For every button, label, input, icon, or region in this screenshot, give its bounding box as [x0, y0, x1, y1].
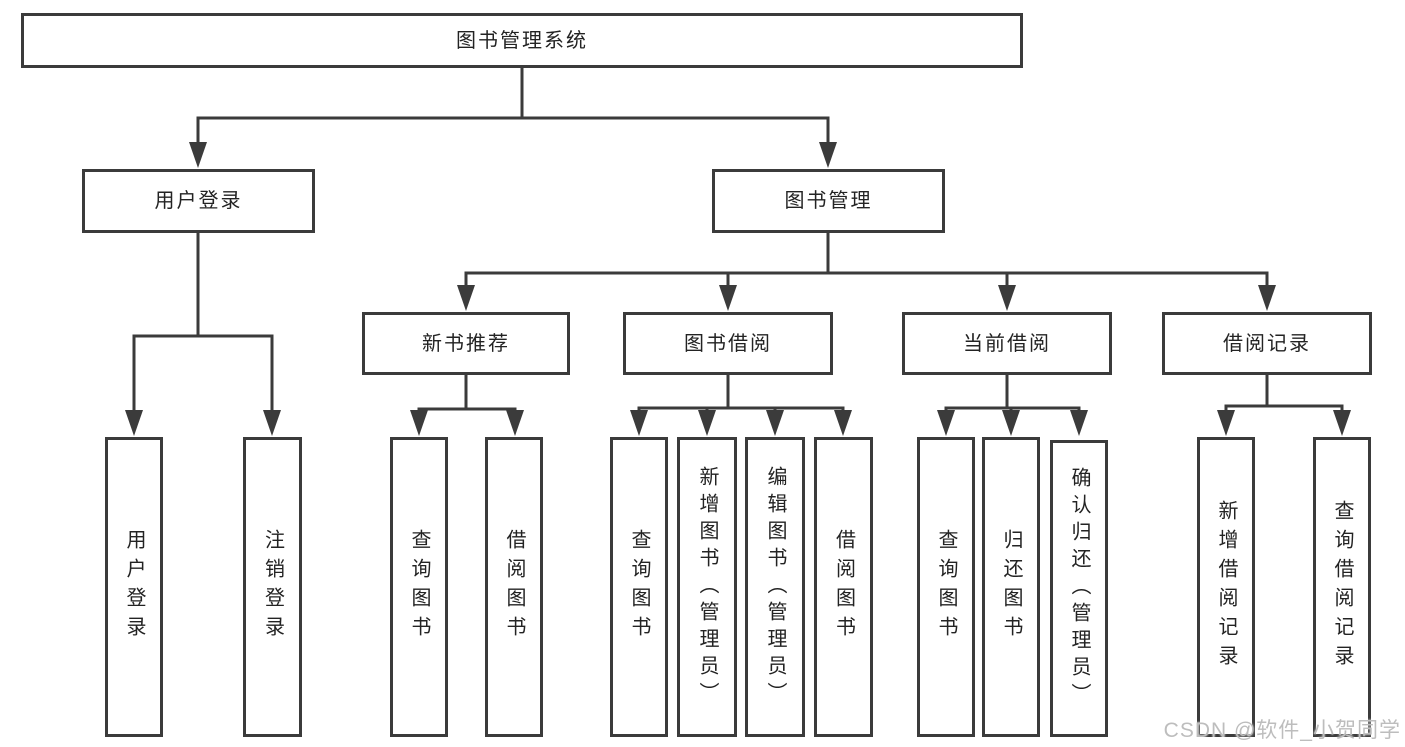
node-leaf-edit-book-admin: 编辑图书（管理员） — [745, 437, 805, 737]
arrowhead-icon — [698, 410, 716, 436]
connector-borrowrecord-to-children — [1224, 375, 1344, 416]
node-leaf-user-login: 用户登录 — [105, 437, 163, 737]
arrowhead-icon — [1217, 410, 1235, 436]
arrowhead-icon — [937, 410, 955, 436]
node-current-borrow-label: 当前借阅 — [963, 332, 1051, 355]
node-leaf-query-book-3: 查询图书 — [917, 437, 975, 737]
node-leaf-label: 确认归还（管理员） — [1068, 467, 1090, 710]
node-leaf-label: 注销登录 — [261, 529, 284, 645]
node-leaf-query-book-2: 查询图书 — [610, 437, 668, 737]
node-borrow-record: 借阅记录 — [1162, 312, 1372, 375]
node-leaf-return-book: 归还图书 — [982, 437, 1040, 737]
node-new-book-recommend: 新书推荐 — [362, 312, 570, 375]
node-leaf-label: 用户登录 — [123, 529, 145, 645]
arrowhead-icon — [1258, 285, 1276, 311]
node-leaf-label: 借阅图书 — [503, 529, 525, 645]
node-leaf-add-book-admin: 新增图书（管理员） — [677, 437, 737, 737]
node-leaf-label: 借阅图书 — [832, 529, 855, 645]
node-current-borrow: 当前借阅 — [902, 312, 1112, 375]
arrowhead-icon — [630, 410, 648, 436]
arrowhead-icon — [819, 142, 837, 168]
node-book-borrow-label: 图书借阅 — [684, 332, 772, 355]
connector-root-to-level2 — [196, 68, 830, 150]
connector-newbook-to-children — [417, 375, 517, 418]
arrowhead-icon — [834, 410, 852, 436]
arrowhead-icon — [189, 142, 207, 168]
node-leaf-add-borrow-record: 新增借阅记录 — [1197, 437, 1255, 737]
arrowhead-icon — [263, 410, 281, 436]
arrowheads — [125, 142, 1351, 436]
arrowhead-icon — [457, 285, 475, 311]
arrowhead-icon — [506, 410, 524, 436]
node-leaf-query-book-1: 查询图书 — [390, 437, 448, 737]
node-leaf-confirm-return-admin: 确认归还（管理员） — [1050, 440, 1108, 737]
node-leaf-query-borrow-record: 查询借阅记录 — [1313, 437, 1371, 737]
arrowhead-icon — [719, 285, 737, 311]
arrowhead-icon — [998, 285, 1016, 311]
connector-userlogin-to-children — [132, 233, 274, 418]
node-user-login: 用户登录 — [82, 169, 315, 233]
node-new-book-recommend-label: 新书推荐 — [422, 332, 510, 355]
node-book-borrow: 图书借阅 — [623, 312, 833, 375]
node-leaf-label: 编辑图书（管理员） — [764, 465, 786, 709]
node-leaf-borrow-book-1: 借阅图书 — [485, 437, 543, 737]
arrowhead-icon — [1070, 410, 1088, 436]
arrowhead-icon — [766, 410, 784, 436]
csdn-watermark-text: CSDN @软件_小贺同学 — [1163, 719, 1401, 742]
node-root-label: 图书管理系统 — [456, 29, 588, 52]
node-leaf-label: 查询图书 — [935, 529, 957, 645]
arrowhead-icon — [1002, 410, 1020, 436]
node-user-login-label: 用户登录 — [154, 190, 243, 212]
node-root: 图书管理系统 — [21, 13, 1023, 68]
connector-bookborrow-to-children — [637, 375, 845, 418]
node-leaf-borrow-book-2: 借阅图书 — [814, 437, 873, 737]
node-leaf-label: 查询借阅记录 — [1331, 500, 1353, 674]
node-borrow-record-label: 借阅记录 — [1223, 332, 1311, 355]
connector-bookmgmt-to-level3 — [464, 233, 1269, 293]
node-leaf-label: 查询图书 — [408, 529, 430, 645]
node-leaf-label: 新增图书（管理员） — [696, 465, 718, 709]
arrowhead-icon — [1333, 410, 1351, 436]
node-book-management-label: 图书管理 — [784, 190, 873, 212]
node-leaf-logout: 注销登录 — [243, 437, 302, 737]
node-leaf-label: 查询图书 — [628, 529, 650, 645]
csdn-watermark: CSDN @软件_小贺同学 — [1164, 714, 1401, 744]
node-leaf-label: 归还图书 — [1000, 529, 1022, 645]
arrowhead-icon — [410, 410, 428, 436]
node-leaf-label: 新增借阅记录 — [1215, 500, 1237, 674]
node-book-management: 图书管理 — [712, 169, 945, 233]
arrowhead-icon — [125, 410, 143, 436]
